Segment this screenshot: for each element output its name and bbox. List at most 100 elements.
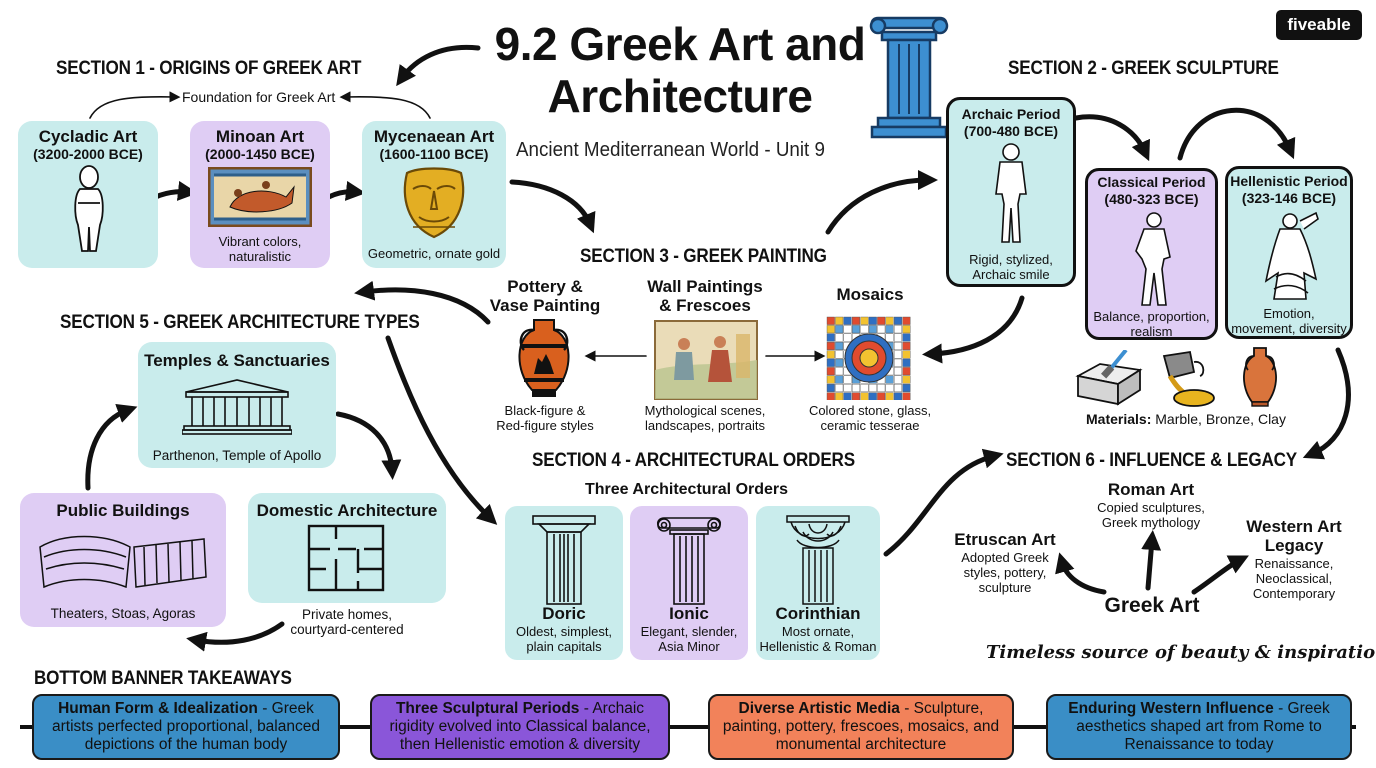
card-date: (323-146 BCE) (1241, 190, 1337, 206)
card-title: Cycladic Art (38, 127, 138, 146)
mosaic-icon (826, 316, 911, 400)
roman-art-caption: Copied sculptures, Greek mythology (1076, 500, 1226, 530)
card-title: Classical Period (1097, 174, 1206, 190)
card-title: Hellenistic Period (1230, 173, 1348, 189)
foundation-label: Foundation for Greek Art (182, 89, 336, 105)
card-date: (480-323 BCE) (1104, 191, 1199, 207)
card-caption: Parthenon, Temple of Apollo (152, 448, 322, 463)
card-date: (1600-1100 BCE) (379, 146, 489, 162)
marble-block-icon (1075, 350, 1143, 406)
card-caption: Balance, proportion, realism (1088, 309, 1215, 339)
card-caption: Geometric, ornate gold (367, 246, 501, 261)
domestic-architecture-card: Domestic Architecture (248, 493, 446, 603)
card-title: Minoan Art (215, 127, 305, 146)
caption-line1: Mythological scenes, (644, 403, 766, 418)
mosaics-caption: Colored stone, glass, ceramic tesserae (800, 403, 940, 433)
title-line1: Wall Paintings (647, 277, 763, 296)
caption-line2: courtyard-centered (290, 622, 404, 637)
card-caption: Theaters, Stoas, Agoras (50, 606, 196, 621)
materials-value: Marble, Bronze, Clay (1155, 411, 1286, 427)
order-name: Doric (542, 604, 586, 623)
caption-line1: Renaissance, (1254, 556, 1334, 571)
card-caption: Emotion, movement, diversity (1228, 306, 1350, 336)
caption-line3: Contemporary (1252, 586, 1336, 601)
corinthian-column-icon (786, 515, 850, 605)
banner-text: - Greek artists perfected proportional, … (52, 700, 320, 753)
banner-bold: Human Form & Idealization (58, 700, 258, 717)
hellenistic-statue-icon (1264, 211, 1319, 300)
classical-period-card: Classical Period (480-323 BCE) Balance, … (1085, 168, 1218, 340)
kouros-statue-icon (995, 143, 1027, 243)
page-title-line1: 9.2 Greek Art and (494, 18, 866, 70)
takeaway-banner-artistic-media: Diverse Artistic Media - Sculpture, pain… (708, 694, 1014, 760)
domestic-caption: Private homes, courtyard-centered (248, 607, 446, 637)
page-title-line2: Architecture (547, 70, 813, 122)
caption-line1: Oldest, simplest, (515, 624, 613, 639)
caption-line2: Red-figure styles (496, 418, 594, 433)
caption-line1: Adopted Greek (961, 550, 1049, 565)
caption-line2: landscapes, portraits (645, 418, 765, 433)
section1-title: SECTION 1 - ORIGINS OF GREEK ART (56, 58, 362, 79)
caption-line1: Elegant, slender, (640, 624, 738, 639)
section5-title: SECTION 5 - GREEK ARCHITECTURE TYPES (60, 312, 420, 333)
floor-plan-icon (307, 524, 385, 592)
mycenaean-art-card: Mycenaean Art (1600-1100 BCE) Geometric,… (362, 121, 506, 268)
caption-line2: styles, pottery, (963, 565, 1047, 580)
page-subtitle: Ancient Mediterranean World - Unit 9 (516, 139, 825, 161)
materials-key: Materials: (1086, 411, 1152, 427)
theater-stoa-icon (39, 535, 207, 589)
clay-amphora-icon (1243, 347, 1277, 407)
banner-text: - Sculpture, painting, pottery, frescoes… (722, 700, 1000, 753)
banner-bold: Diverse Artistic Media (738, 700, 900, 717)
title-line2: & Frescoes (659, 296, 751, 315)
greek-art-center: Greek Art (1104, 594, 1200, 617)
card-caption: Vibrant colors, naturalistic (190, 234, 330, 264)
caption-line1: Emotion, (1263, 306, 1315, 321)
order-caption: Oldest, simplest, plain capitals (505, 624, 623, 654)
minoan-art-card: Minoan Art (2000-1450 BCE) Vibrant color… (190, 121, 330, 268)
card-title: Mycenaean Art (373, 127, 495, 146)
doric-column-icon (532, 515, 596, 605)
temples-sanctuaries-card: Temples & Sanctuaries Parthenon, Temple … (138, 342, 336, 468)
caption-line1: Black-figure & (504, 403, 586, 418)
banner-bold: Three Sculptural Periods (395, 700, 580, 717)
page-title: 9.2 Greek Art and Architecture (470, 18, 890, 122)
title-line2: Legacy (1264, 536, 1324, 555)
caption-line2: ceramic tesserae (820, 418, 920, 433)
minoan-fresco-icon (208, 167, 312, 227)
caption-line1: Rigid, stylized, (969, 252, 1053, 267)
cycladic-art-card: Cycladic Art (3200-2000 BCE) (18, 121, 158, 268)
gold-mask-icon (403, 167, 465, 239)
caption-line1: Most ornate, (781, 624, 855, 639)
order-caption: Most ornate, Hellenistic & Roman (756, 624, 880, 654)
order-caption: Elegant, slender, Asia Minor (630, 624, 748, 654)
greek-column-icon (869, 16, 949, 139)
archaic-period-card: Archaic Period (700-480 BCE) Rigid, styl… (946, 97, 1076, 287)
ionic-column-icon (656, 517, 722, 605)
card-title: Archaic Period (961, 106, 1061, 122)
roman-art-title: Roman Art (1107, 480, 1195, 499)
card-caption: Rigid, stylized, Archaic smile (949, 252, 1073, 282)
caption-line2: Asia Minor (658, 639, 720, 654)
section3-title: SECTION 3 - GREEK PAINTING (580, 246, 827, 267)
order-name: Ionic (669, 604, 709, 623)
banner-text: - Greek aesthetics shaped art from Rome … (1076, 700, 1330, 753)
takeaway-banner-human-form: Human Form & Idealization - Greek artist… (32, 694, 340, 760)
fiveable-logo[interactable]: fiveable (1276, 10, 1362, 40)
caption-line2: movement, diversity (1231, 321, 1347, 336)
takeaway-banner-sculptural-periods: Three Sculptural Periods - Archaic rigid… (370, 694, 670, 760)
wall-paintings-title: Wall Paintings & Frescoes (630, 277, 780, 315)
section4-subtitle: Three Architectural Orders (585, 481, 789, 498)
pottery-title: Pottery & Vase Painting (480, 277, 610, 315)
banner-text: - Archaic rigidity evolved into Classica… (389, 700, 651, 753)
title-line1: Western Art (1246, 517, 1342, 536)
section6-title: SECTION 6 - INFLUENCE & LEGACY (1006, 450, 1298, 471)
caption-line1: Colored stone, glass, (808, 403, 932, 418)
card-title: Public Buildings (56, 501, 190, 520)
title-line2: Vase Painting (489, 296, 601, 315)
mosaics-title: Mosaics (836, 285, 904, 304)
caption-line2: Greek mythology (1101, 515, 1201, 530)
western-legacy-caption: Renaissance, Neoclassical, Contemporary (1230, 556, 1358, 601)
banner-bold: Enduring Western Influence (1068, 700, 1274, 717)
wall-paintings-caption: Mythological scenes, landscapes, portrai… (630, 403, 780, 433)
